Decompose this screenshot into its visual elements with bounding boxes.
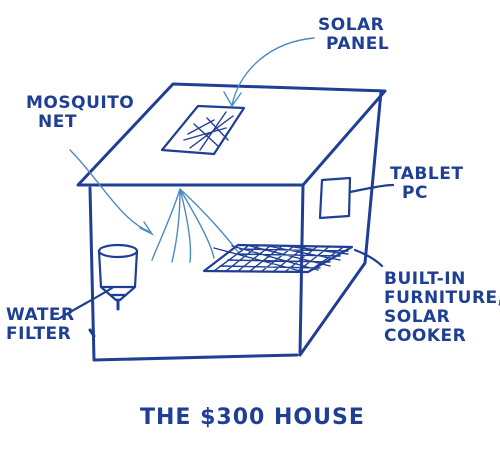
diagram-caption: THE $300 HOUSE	[140, 405, 365, 430]
mosquito-net-icon	[151, 188, 239, 263]
mosquito-net-arrow	[69, 149, 155, 236]
label-mosquito-net-line-1: MOSQUITO	[26, 93, 135, 113]
solar-panel-arrow	[223, 37, 315, 108]
solar-panel-grid	[183, 111, 234, 151]
solar-panel-icon	[160, 104, 246, 156]
label-built-in-line-3: SOLAR	[384, 307, 451, 327]
label-tablet-pc-line-1: TABLET	[390, 164, 464, 184]
water-filter-icon	[97, 243, 139, 311]
label-mosquito-net: MOSQUITO NET	[26, 94, 134, 132]
built-in-arrow	[353, 248, 384, 268]
label-solar-panel: SOLAR PANEL	[318, 16, 389, 54]
label-tablet-pc-line-2: PC	[402, 183, 428, 203]
solar-cooker-icon	[202, 243, 354, 274]
solar-cooker-grid	[213, 245, 349, 273]
label-built-in-line-1: BUILT-IN	[384, 269, 466, 289]
tablet-pc-arrow	[348, 183, 395, 194]
label-built-in-line-4: COOKER	[384, 326, 467, 346]
label-built-in: BUILT-IN FURNITURE, SOLAR COOKER	[384, 270, 500, 346]
water-filter-arrow	[58, 286, 114, 320]
tablet-pc-icon	[318, 176, 352, 220]
house-right-wall	[298, 90, 383, 357]
label-tablet-pc: TABLET PC	[390, 165, 463, 203]
house-left-wall	[88, 186, 299, 362]
label-solar-panel-line-1: SOLAR	[318, 15, 385, 35]
label-water-filter: WATER FILTER	[6, 306, 75, 344]
label-water-filter-line-2: FILTER	[6, 324, 72, 344]
house-roof	[76, 82, 387, 187]
label-built-in-line-2: FURNITURE,	[384, 288, 500, 308]
label-water-filter-line-1: WATER	[6, 305, 75, 325]
label-solar-panel-line-2: PANEL	[326, 34, 390, 54]
label-mosquito-net-line-2: NET	[38, 112, 77, 132]
